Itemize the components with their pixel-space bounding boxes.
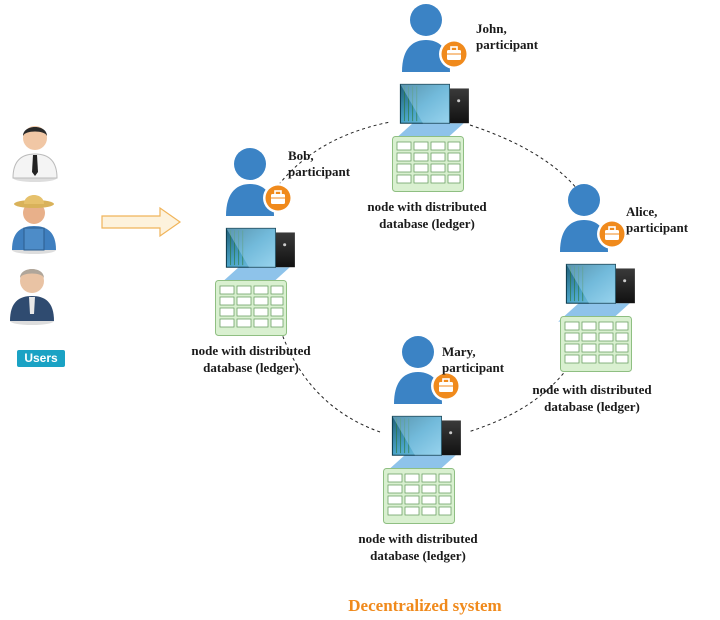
john-server-icon [391,83,470,143]
mary-node-label-line1: node with distributed [358,531,478,546]
user-suit-icon [10,269,54,325]
john-node-label-line1: node with distributed [367,199,487,214]
bob-role: participant [288,164,351,179]
flow-arrow [101,206,182,238]
alice-participant-icon [560,183,628,253]
alice-node-label-line1: node with distributed [532,382,652,397]
mary-ledger-icon [383,468,455,524]
alice-ledger-icon [560,316,632,372]
bob-ledger-icon [215,280,287,336]
diagram-title: Decentralized system [348,596,502,615]
john-node-label-line2: database (ledger) [379,216,475,231]
user-businessman-icon [12,126,58,182]
user-farmer-icon [12,195,56,254]
john-label: John, participant [476,21,538,53]
users-group [10,126,58,325]
alice-label: Alice, participant [626,204,688,236]
mary-server-icon [383,415,462,475]
alice-name: Alice, [626,204,658,219]
bob-name: Bob, [288,148,314,163]
users-badge: Users [17,350,65,367]
bob-node-label: node with distributed database (ledger) [176,342,326,376]
link-john-alice [469,124,579,191]
mary-node-label-line2: database (ledger) [370,548,466,563]
alice-role: participant [626,220,689,235]
bob-label: Bob, participant [288,148,350,180]
bob-server-icon [217,227,296,287]
john-participant-icon [402,3,470,73]
mary-name: Mary, [442,344,476,359]
mary-node-label: node with distributed database (ledger) [343,530,493,564]
bob-node-label-line2: database (ledger) [203,360,299,375]
mary-label: Mary, participant [442,344,504,376]
john-name: John, [476,21,507,36]
alice-node-label-line2: database (ledger) [544,399,640,414]
alice-node-label: node with distributed database (ledger) [517,381,667,415]
john-ledger-icon [392,136,464,192]
john-node-label: node with distributed database (ledger) [352,198,502,232]
bob-participant-icon [226,147,294,217]
alice-server-icon [557,263,636,323]
bob-node-label-line1: node with distributed [191,343,311,358]
mary-role: participant [442,360,505,375]
john-role: participant [476,37,539,52]
